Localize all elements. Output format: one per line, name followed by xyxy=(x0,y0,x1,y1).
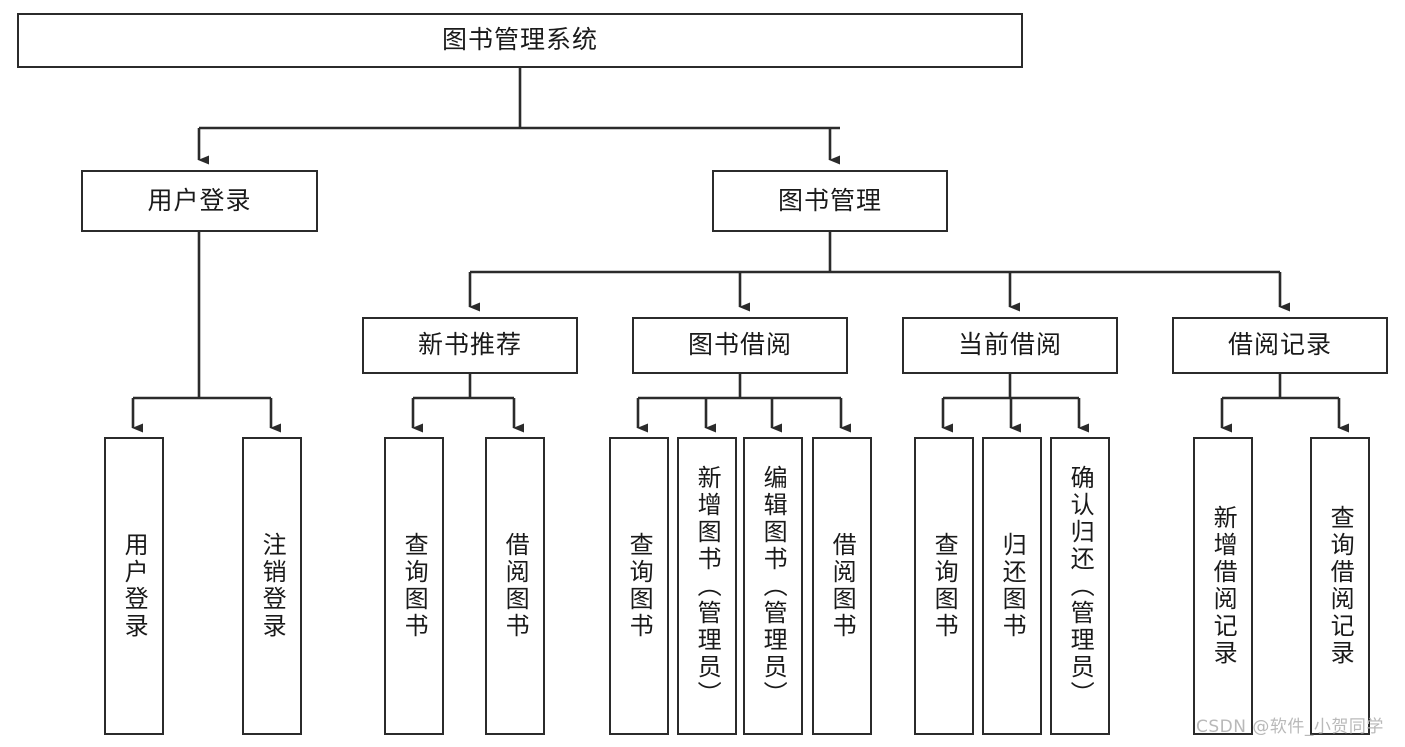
node-label: 归还图书 xyxy=(998,532,1027,640)
leaf-borrow-book-recommend[interactable]: 借阅图书 xyxy=(485,437,545,735)
leaf-add-book-admin[interactable]: 新增图书（管理员） xyxy=(677,437,737,735)
leaf-borrow-book[interactable]: 借阅图书 xyxy=(812,437,872,735)
leaf-query-book-borrow[interactable]: 查询图书 xyxy=(609,437,669,735)
node-book-borrow[interactable]: 图书借阅 xyxy=(632,317,848,374)
node-new-book-recommendation[interactable]: 新书推荐 xyxy=(362,317,578,374)
csdn-watermark: CSDN @软件_小贺同学 xyxy=(1196,717,1384,737)
leaf-edit-book-admin[interactable]: 编辑图书（管理员） xyxy=(743,437,803,735)
node-root-book-management-system[interactable]: 图书管理系统 xyxy=(17,13,1023,68)
leaf-user-login[interactable]: 用户登录 xyxy=(104,437,164,735)
node-label: 查询图书 xyxy=(625,532,654,640)
node-label: 借阅图书 xyxy=(828,532,857,640)
node-label: 新增借阅记录 xyxy=(1209,505,1238,667)
leaf-logout[interactable]: 注销登录 xyxy=(242,437,302,735)
leaf-add-borrow-record[interactable]: 新增借阅记录 xyxy=(1193,437,1253,735)
node-label: 借阅记录 xyxy=(1227,330,1332,360)
leaf-return-book[interactable]: 归还图书 xyxy=(982,437,1042,735)
node-borrow-record[interactable]: 借阅记录 xyxy=(1172,317,1388,374)
node-label: 图书借阅 xyxy=(687,330,792,360)
node-label: 查询图书 xyxy=(930,532,959,640)
node-label: 用户登录 xyxy=(147,185,252,215)
node-user-login[interactable]: 用户登录 xyxy=(81,170,318,232)
node-label: 确认归还（管理员） xyxy=(1066,464,1095,708)
node-label: 用户登录 xyxy=(120,532,149,640)
leaf-query-book-recommend[interactable]: 查询图书 xyxy=(384,437,444,735)
node-label: 当前借阅 xyxy=(957,330,1062,360)
node-label: 查询图书 xyxy=(400,532,429,640)
node-book-management[interactable]: 图书管理 xyxy=(712,170,948,232)
node-current-borrow[interactable]: 当前借阅 xyxy=(902,317,1118,374)
node-label: 借阅图书 xyxy=(501,532,530,640)
node-label: 图书管理系统 xyxy=(441,25,598,55)
leaf-confirm-return-admin[interactable]: 确认归还（管理员） xyxy=(1050,437,1110,735)
leaf-query-borrow-record[interactable]: 查询借阅记录 xyxy=(1310,437,1370,735)
node-label: 图书管理 xyxy=(777,185,882,215)
node-label: 新增图书（管理员） xyxy=(693,464,722,708)
node-label: 新书推荐 xyxy=(417,330,522,360)
node-label: 查询借阅记录 xyxy=(1326,505,1355,667)
node-label: 注销登录 xyxy=(258,532,287,640)
node-label: 编辑图书（管理员） xyxy=(759,464,788,708)
leaf-query-book-current[interactable]: 查询图书 xyxy=(914,437,974,735)
